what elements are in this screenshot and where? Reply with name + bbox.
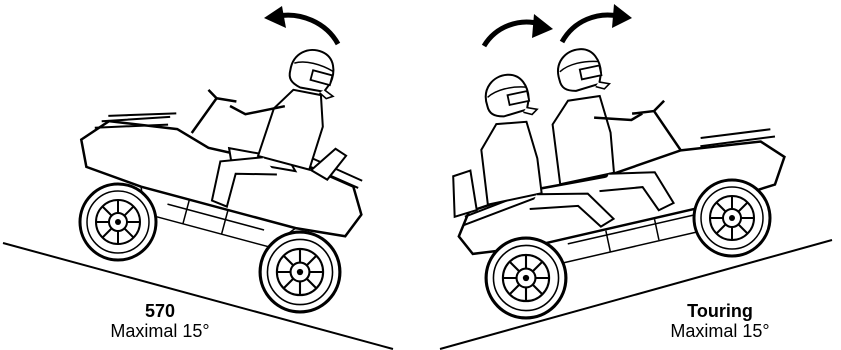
slope-limit-570: Maximal 15° bbox=[60, 321, 260, 341]
tilt-arrow-right-front bbox=[562, 4, 632, 42]
helmet-icon bbox=[482, 70, 538, 123]
caption-570: 570 Maximal 15° bbox=[60, 301, 260, 341]
tilt-arrow-right-rear bbox=[484, 14, 553, 46]
atv-touring bbox=[426, 12, 797, 318]
atv-570 bbox=[67, 0, 399, 312]
helmet-icon bbox=[554, 44, 610, 97]
model-name-touring: Touring bbox=[620, 301, 820, 321]
model-name-570: 570 bbox=[60, 301, 260, 321]
tilt-arrow-left bbox=[264, 6, 338, 44]
slope-limit-touring: Maximal 15° bbox=[620, 321, 820, 341]
caption-touring: Touring Maximal 15° bbox=[620, 301, 820, 341]
